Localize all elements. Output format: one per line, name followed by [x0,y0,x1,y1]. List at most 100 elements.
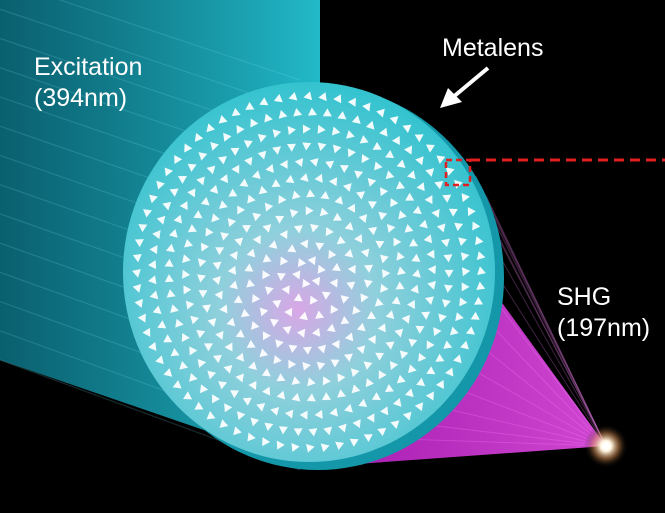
triangle-nanostructure-icon [182,254,191,264]
triangle-nanostructure-icon [472,221,481,231]
triangle-nanostructure-icon [230,147,240,156]
triangle-nanostructure-icon [344,248,354,258]
triangle-nanostructure-icon [407,299,415,309]
triangle-nanostructure-icon [291,442,300,452]
triangle-nanostructure-icon [179,201,188,211]
triangle-nanostructure-icon [374,161,383,171]
triangle-nanostructure-icon [309,295,318,305]
triangle-nanostructure-icon [149,290,159,300]
triangle-nanostructure-icon [335,441,345,451]
triangle-nanostructure-icon [318,92,327,102]
triangle-nanostructure-icon [168,229,178,238]
triangle-nanostructure-icon [252,212,262,222]
triangle-nanostructure-icon [389,360,399,370]
triangle-nanostructure-icon [334,195,343,205]
triangle-nanostructure-icon [211,394,220,404]
triangle-nanostructure-icon [244,263,254,272]
triangle-nanostructure-icon [236,411,246,420]
triangle-nanostructure-icon [391,135,400,146]
triangle-nanostructure-icon [265,164,274,173]
triangle-nanostructure-icon [261,368,271,377]
shg-ray [452,409,607,447]
triangle-nanostructure-icon [476,281,486,290]
triangle-nanostructure-icon [317,124,326,134]
triangle-nanostructure-icon [245,101,255,110]
triangle-nanostructure-icon [164,258,174,267]
shg-wavelength: (197nm) [557,314,651,342]
metalens-label: Metalens [442,34,544,62]
triangle-nanostructure-icon [184,238,193,248]
triangle-nanostructure-icon [339,165,349,174]
shg-ray [436,425,607,447]
triangle-nanostructure-icon [393,237,402,247]
triangle-nanostructure-icon [467,207,476,217]
triangle-nanostructure-icon [426,366,436,375]
triangle-nanostructure-icon [314,173,323,183]
triangle-nanostructure-icon [380,283,389,293]
triangle-nanostructure-icon [358,398,368,408]
triangle-nanostructure-icon [441,299,451,308]
triangle-nanostructure-icon [365,120,375,130]
triangle-nanostructure-icon [419,219,428,229]
triangle-nanostructure-icon [250,417,260,427]
triangle-nanostructure-icon [284,409,294,419]
triangle-nanostructure-icon [285,174,295,184]
triangle-nanostructure-icon [330,304,339,314]
triangle-nanostructure-icon [206,165,216,175]
triangle-nanostructure-icon [368,226,378,236]
triangle-nanostructure-icon [418,352,427,362]
triangle-nanostructure-icon [402,124,412,133]
triangle-nanostructure-icon [276,440,285,450]
triangle-nanostructure-icon [322,376,331,386]
triangle-nanostructure-icon [307,377,316,387]
shg-ray [499,239,607,447]
triangle-nanostructure-icon [445,167,455,176]
triangle-nanostructure-icon [262,331,271,341]
triangle-nanostructure-icon [281,285,290,295]
triangle-nanostructure-icon [317,264,326,274]
triangle-nanostructure-icon [356,345,366,355]
triangle-nanostructure-icon [187,224,197,233]
triangle-nanostructure-icon [425,391,434,401]
triangle-nanostructure-icon [443,254,453,263]
triangle-nanostructure-icon [474,296,484,305]
triangle-nanostructure-icon [246,339,256,348]
triangle-nanostructure-icon [215,330,224,340]
shg-ray [494,217,607,447]
triangle-nanostructure-icon [217,156,227,165]
triangle-nanostructure-icon [155,355,164,365]
triangle-nanostructure-icon [411,253,421,262]
triangle-nanostructure-icon [292,270,301,280]
triangle-nanostructure-icon [183,391,193,400]
triangle-nanostructure-icon [397,266,406,276]
triangle-nanostructure-icon [296,328,306,338]
triangle-nanostructure-icon [306,443,315,453]
triangle-nanostructure-icon [138,224,148,233]
triangle-nanostructure-icon [461,267,471,277]
triangle-nanostructure-icon [240,308,250,318]
triangle-nanostructure-icon [351,384,361,394]
triangle-nanostructure-icon [252,235,261,245]
triangle-nanostructure-icon [229,280,238,290]
triangle-nanostructure-icon [311,327,321,337]
triangle-nanostructure-icon [275,215,285,224]
triangle-nanostructure-icon [438,313,447,323]
triangle-nanostructure-icon [237,205,246,215]
triangle-nanostructure-icon [299,410,308,420]
triangle-nanostructure-icon [414,402,424,412]
triangle-nanostructure-icon [423,234,433,244]
triangle-nanostructure-icon [194,132,204,142]
triangle-nanostructure-icon [292,190,301,200]
triangle-nanostructure-icon [326,323,336,332]
triangle-nanostructure-icon [212,354,222,364]
triangle-nanostructure-icon [248,361,257,370]
triangle-nanostructure-icon [166,289,176,298]
triangle-nanostructure-icon [399,350,409,360]
triangle-nanostructure-icon [219,174,229,184]
triangle-nanostructure-icon [275,339,284,349]
triangle-nanostructure-icon [189,346,198,356]
triangle-nanostructure-icon [291,392,301,402]
triangle-nanostructure-icon [455,312,464,322]
triangle-nanostructure-icon [149,245,158,255]
triangle-nanostructure-icon [244,156,253,166]
